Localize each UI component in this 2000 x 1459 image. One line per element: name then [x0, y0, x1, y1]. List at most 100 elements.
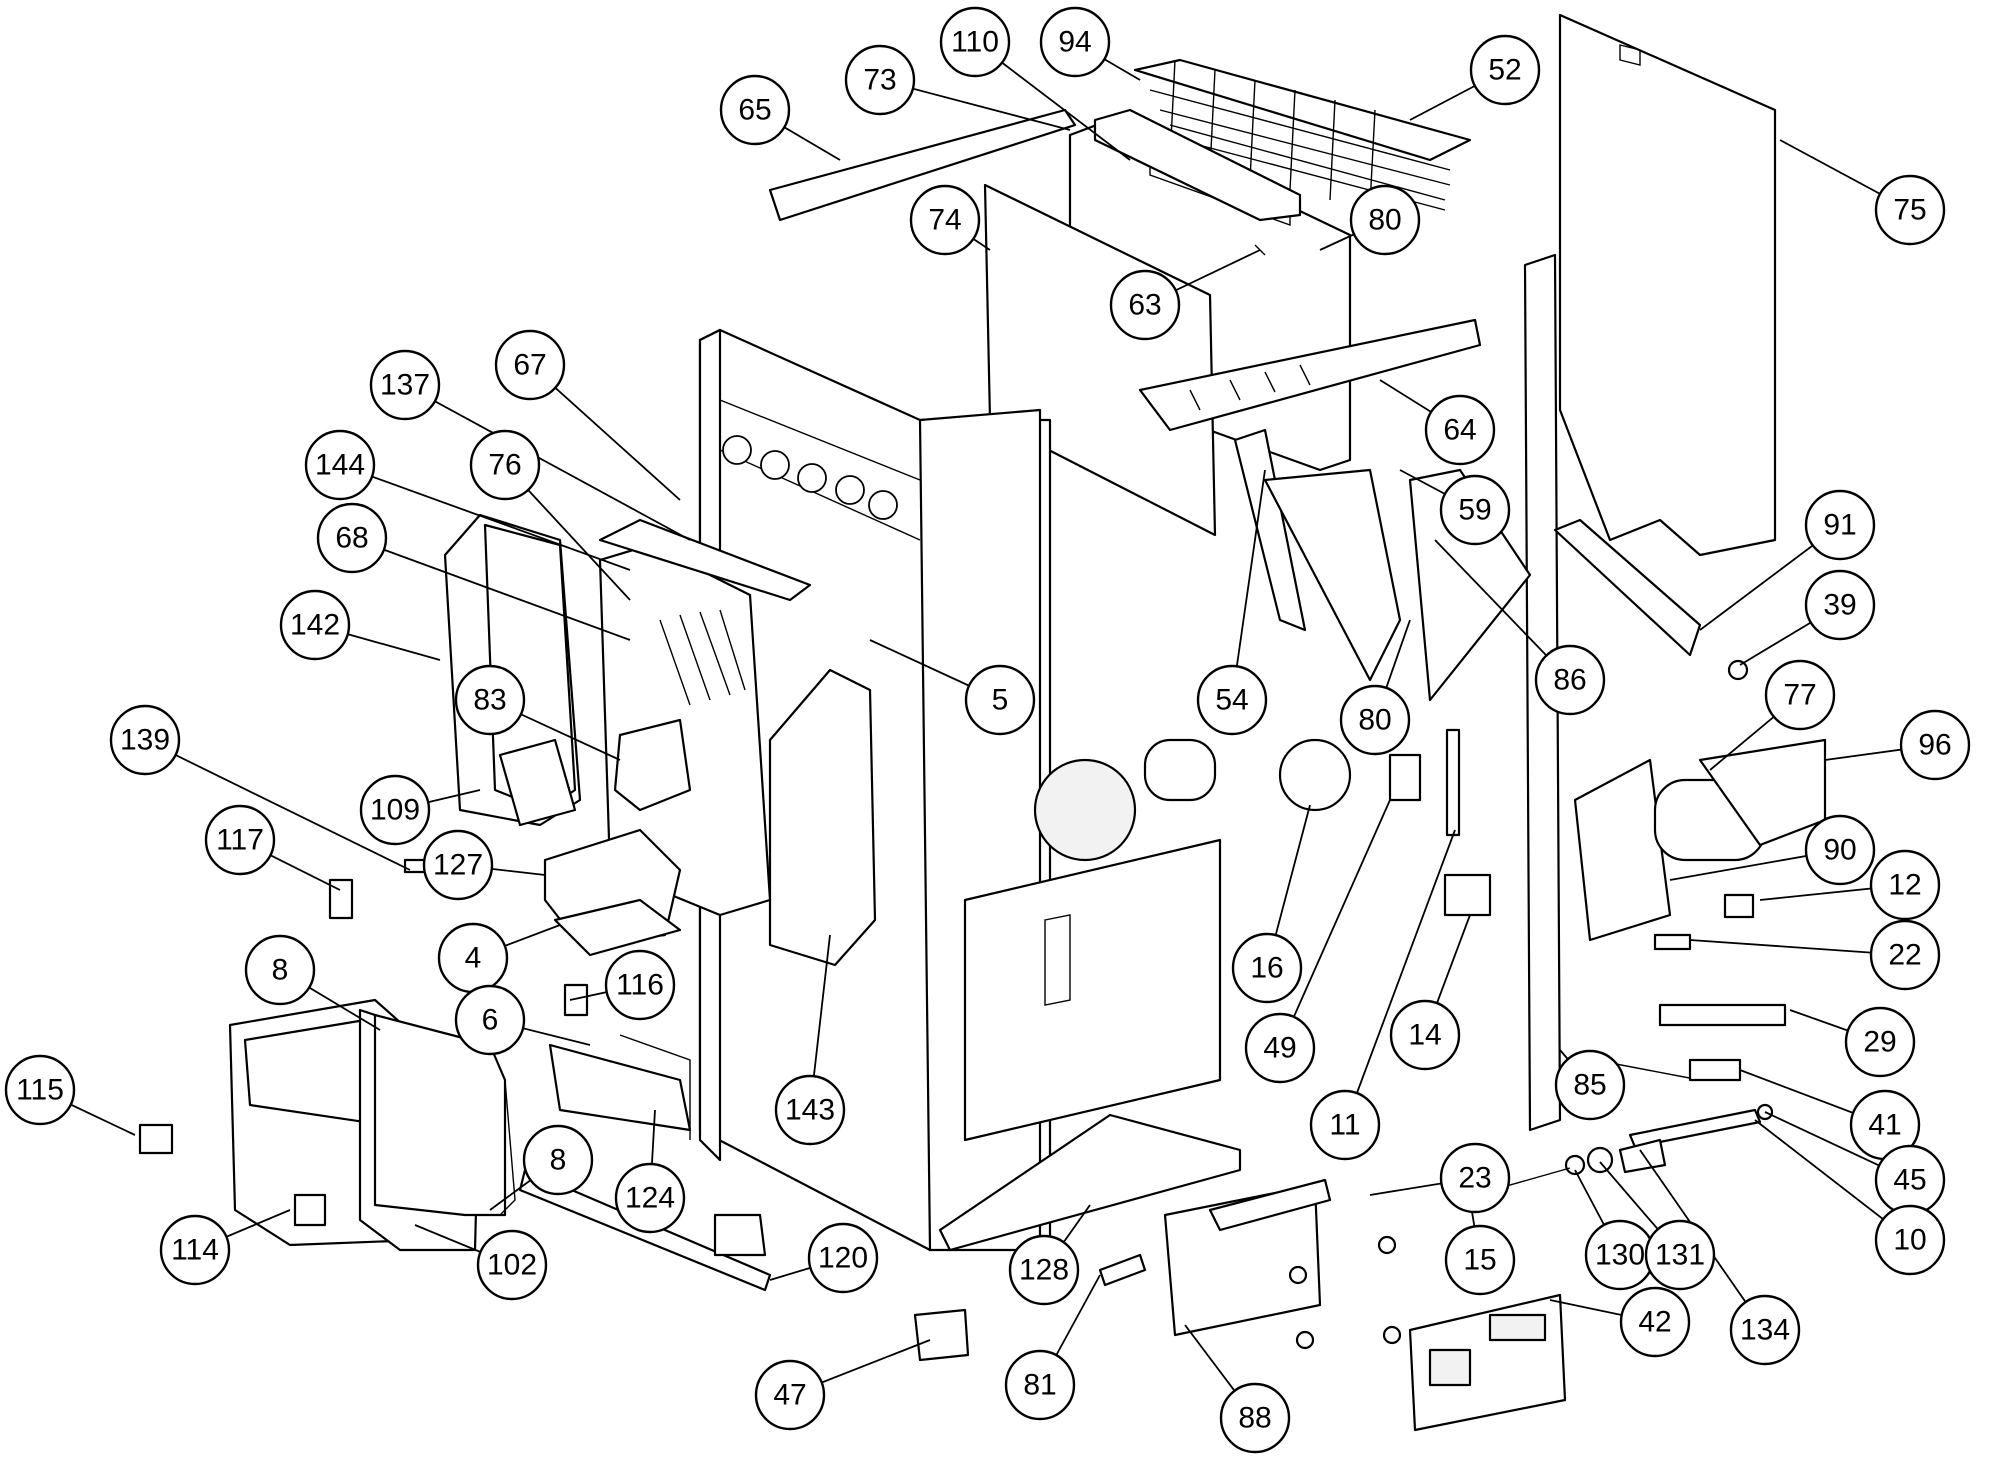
callout-54: 54: [1196, 664, 1268, 736]
callout-131: 131: [1644, 1219, 1716, 1291]
callout-73: 73: [844, 44, 916, 116]
callout-96: 96: [1899, 709, 1971, 781]
callout-number: 12: [1888, 869, 1921, 902]
callout-130: 130: [1584, 1219, 1656, 1291]
callout-circle: [369, 349, 441, 421]
callout-number: 142: [290, 609, 340, 642]
callout-circle: [1804, 569, 1876, 641]
callout-47: 47: [754, 1359, 826, 1431]
leader-line-137: [404, 384, 691, 541]
callout-circle: [1804, 489, 1876, 561]
callout-number: 80: [1358, 704, 1391, 737]
callout-number: 127: [433, 849, 483, 882]
callout-14: 14: [1389, 999, 1461, 1071]
callout-116: 116: [604, 949, 676, 1021]
callout-circle: [1004, 1349, 1076, 1421]
auger-bushing: [1586, 1146, 1614, 1174]
callout-number: 117: [216, 824, 264, 857]
callout-circle: [1109, 269, 1181, 341]
callout-number: 90: [1823, 834, 1856, 867]
callout-circle: [1349, 184, 1421, 256]
callout-number: 59: [1458, 494, 1491, 527]
screw-b: [1295, 1330, 1315, 1350]
callout-12: 12: [1869, 849, 1941, 921]
callout-circle: [109, 704, 181, 776]
callout-circle: [1219, 1382, 1291, 1454]
callout-circle: [279, 589, 351, 661]
callout-circle: [964, 664, 1036, 736]
small-bracket: [563, 983, 589, 1017]
callout-139: 139: [109, 704, 181, 776]
safety-switch: [1443, 873, 1492, 917]
callout-number: 63: [1128, 289, 1161, 322]
callout-11: 11: [1309, 1089, 1381, 1161]
callout-number: 68: [335, 522, 368, 555]
callout-81: 81: [1004, 1349, 1076, 1421]
callout-110: 110: [939, 6, 1011, 78]
callout-41: 41: [1849, 1089, 1921, 1161]
callout-number: 14: [1408, 1019, 1441, 1052]
callout-circle: [1339, 684, 1411, 756]
callout-number: 65: [738, 94, 771, 127]
callout-number: 10: [1893, 1224, 1926, 1257]
lower-front-panel: [963, 838, 1222, 1142]
callout-number: 8: [272, 954, 289, 987]
callout-number: 128: [1019, 1254, 1069, 1287]
callout-circle: [1764, 659, 1836, 731]
baffle-plate-a: [1233, 428, 1307, 632]
callout-circle: [1469, 34, 1541, 106]
callout-number: 42: [1638, 1306, 1671, 1339]
callout-number: 124: [625, 1182, 675, 1215]
callout-102: 102: [476, 1229, 548, 1301]
callout-circle: [1439, 1142, 1511, 1214]
callout-number: 54: [1215, 684, 1248, 717]
callout-85: 85: [1554, 1049, 1626, 1121]
callout-67: 67: [494, 329, 566, 401]
callout-127: 127: [422, 829, 494, 901]
callout-circle: [774, 1074, 846, 1146]
callout-22: 22: [1869, 919, 1941, 991]
callout-number: 47: [773, 1379, 806, 1412]
rocker-switch: [1723, 893, 1755, 919]
callout-number: 88: [1238, 1402, 1271, 1435]
callout-8: 8: [244, 934, 316, 1006]
callout-circle: [1874, 174, 1946, 246]
callout-number: 39: [1823, 589, 1856, 622]
callout-circle: [1231, 932, 1303, 1004]
electronics-bracket: [1138, 318, 1482, 432]
callout-number: 143: [785, 1094, 835, 1127]
callout-64: 64: [1424, 394, 1496, 466]
hinge-bracket: [328, 878, 354, 920]
callout-circle: [476, 1229, 548, 1301]
callout-10: 10: [1874, 1204, 1946, 1276]
callout-80: 80: [1339, 684, 1411, 756]
top-deflector: [1093, 108, 1302, 222]
screw-d: [1382, 1325, 1402, 1345]
callout-109: 109: [359, 774, 431, 846]
callout-number: 131: [1655, 1239, 1705, 1272]
combustion-fan: [1033, 758, 1137, 862]
callout-circle: [1899, 709, 1971, 781]
callout-number: 4: [465, 942, 482, 975]
callout-circle: [422, 829, 494, 901]
callout-circle: [1869, 849, 1941, 921]
callout-42: 42: [1619, 1286, 1691, 1358]
callout-number: 49: [1263, 1032, 1296, 1065]
leader-line-144: [339, 464, 631, 571]
callout-circle: [1244, 1012, 1316, 1084]
callout-74: 74: [909, 184, 981, 256]
callout-number: 29: [1863, 1026, 1896, 1059]
callout-circle: [159, 1214, 231, 1286]
foot-lower: [913, 1308, 970, 1362]
callout-number: 23: [1458, 1162, 1491, 1195]
callout-59: 59: [1439, 474, 1511, 546]
callout-number: 75: [1893, 194, 1926, 227]
callout-circle: [1444, 1224, 1516, 1296]
ash-cover: [498, 738, 577, 827]
latch: [138, 1123, 174, 1155]
callout-circle: [1844, 1006, 1916, 1078]
leader-line-139: [144, 739, 411, 871]
callout-8: 8: [522, 1124, 594, 1196]
callout-number: 114: [171, 1234, 219, 1267]
door-gasket: [489, 1044, 516, 1216]
